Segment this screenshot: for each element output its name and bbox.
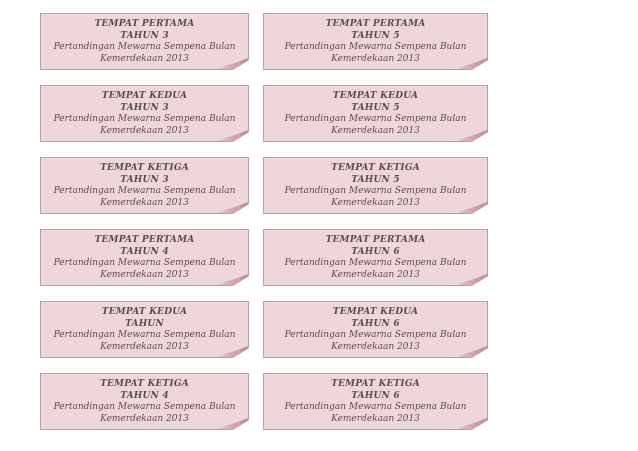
folded-corner-icon [457,418,487,429]
award-note: TEMPAT KEDUA TAHUN 3 Pertandingan Mewarn… [40,85,249,142]
folded-corner-icon [457,130,487,141]
award-note: TEMPAT KEDUA TAHUN 5 Pertandingan Mewarn… [263,85,488,142]
award-note: TEMPAT KETIGA TAHUN 4 Pertandingan Mewar… [40,373,249,430]
folded-corner-icon [457,58,487,69]
award-event-line2: Kemerdekaan 2013 [331,53,420,64]
award-year: TAHUN 5 [351,102,400,113]
folded-corner-icon [218,274,248,285]
award-year: TAHUN [125,318,164,329]
award-place: TEMPAT KETIGA [100,163,189,173]
award-note: TEMPAT PERTAMA TAHUN 6 Pertandingan Mewa… [263,229,488,286]
award-event-line1: Pertandingan Mewarna Sempena Bulan [284,186,467,196]
award-event-line2: Kemerdekaan 2013 [100,197,189,208]
award-place: TEMPAT KETIGA [331,379,420,389]
award-place: TEMPAT PERTAMA [94,19,195,29]
award-notes-grid: TEMPAT PERTAMA TAHUN 3 Pertandingan Mewa… [40,13,488,430]
award-year: TAHUN 3 [120,102,169,113]
award-place: TEMPAT KEDUA [101,91,188,101]
folded-corner-icon [457,346,487,357]
award-year: TAHUN 6 [351,318,400,329]
award-event-line1: Pertandingan Mewarna Sempena Bulan [284,402,467,412]
award-event-line2: Kemerdekaan 2013 [331,413,420,424]
award-place: TEMPAT KEDUA [332,307,419,317]
award-place: TEMPAT PERTAMA [325,235,426,245]
award-note: TEMPAT PERTAMA TAHUN 3 Pertandingan Mewa… [40,13,249,70]
award-event-line2: Kemerdekaan 2013 [100,53,189,64]
award-event-line1: Pertandingan Mewarna Sempena Bulan [284,258,467,268]
award-year: TAHUN 4 [120,246,169,257]
folded-corner-icon [457,202,487,213]
award-note: TEMPAT PERTAMA TAHUN 4 Pertandingan Mewa… [40,229,249,286]
award-event-line1: Pertandingan Mewarna Sempena Bulan [53,258,236,268]
award-year: TAHUN 3 [120,174,169,185]
folded-corner-icon [218,202,248,213]
award-note: TEMPAT PERTAMA TAHUN 5 Pertandingan Mewa… [263,13,488,70]
award-place: TEMPAT PERTAMA [94,235,195,245]
award-event-line2: Kemerdekaan 2013 [100,269,189,280]
award-event-line2: Kemerdekaan 2013 [100,341,189,352]
award-year: TAHUN 5 [351,174,400,185]
award-event-line2: Kemerdekaan 2013 [100,125,189,136]
folded-corner-icon [218,418,248,429]
award-note: TEMPAT KETIGA TAHUN 5 Pertandingan Mewar… [263,157,488,214]
award-note: TEMPAT KETIGA TAHUN 6 Pertandingan Mewar… [263,373,488,430]
award-place: TEMPAT KETIGA [100,379,189,389]
folded-corner-icon [457,274,487,285]
award-place: TEMPAT KEDUA [332,91,419,101]
award-event-line2: Kemerdekaan 2013 [331,125,420,136]
award-event-line2: Kemerdekaan 2013 [100,413,189,424]
award-event-line1: Pertandingan Mewarna Sempena Bulan [284,330,467,340]
award-note: TEMPAT KETIGA TAHUN 3 Pertandingan Mewar… [40,157,249,214]
folded-corner-icon [218,58,248,69]
award-place: TEMPAT PERTAMA [325,19,426,29]
award-event-line2: Kemerdekaan 2013 [331,197,420,208]
award-event-line2: Kemerdekaan 2013 [331,269,420,280]
award-place: TEMPAT KEDUA [101,307,188,317]
award-event-line1: Pertandingan Mewarna Sempena Bulan [53,186,236,196]
award-event-line1: Pertandingan Mewarna Sempena Bulan [284,114,467,124]
award-event-line1: Pertandingan Mewarna Sempena Bulan [53,330,236,340]
folded-corner-icon [218,346,248,357]
award-year: TAHUN 6 [351,246,400,257]
award-place: TEMPAT KETIGA [331,163,420,173]
award-event-line2: Kemerdekaan 2013 [331,341,420,352]
award-year: TAHUN 5 [351,30,400,41]
award-event-line1: Pertandingan Mewarna Sempena Bulan [53,114,236,124]
award-year: TAHUN 3 [120,30,169,41]
award-event-line1: Pertandingan Mewarna Sempena Bulan [284,42,467,52]
folded-corner-icon [218,130,248,141]
award-event-line1: Pertandingan Mewarna Sempena Bulan [53,402,236,412]
award-note: TEMPAT KEDUA TAHUN Pertandingan Mewarna … [40,301,249,358]
award-event-line1: Pertandingan Mewarna Sempena Bulan [53,42,236,52]
award-note: TEMPAT KEDUA TAHUN 6 Pertandingan Mewarn… [263,301,488,358]
award-year: TAHUN 6 [351,390,400,401]
award-year: TAHUN 4 [120,390,169,401]
